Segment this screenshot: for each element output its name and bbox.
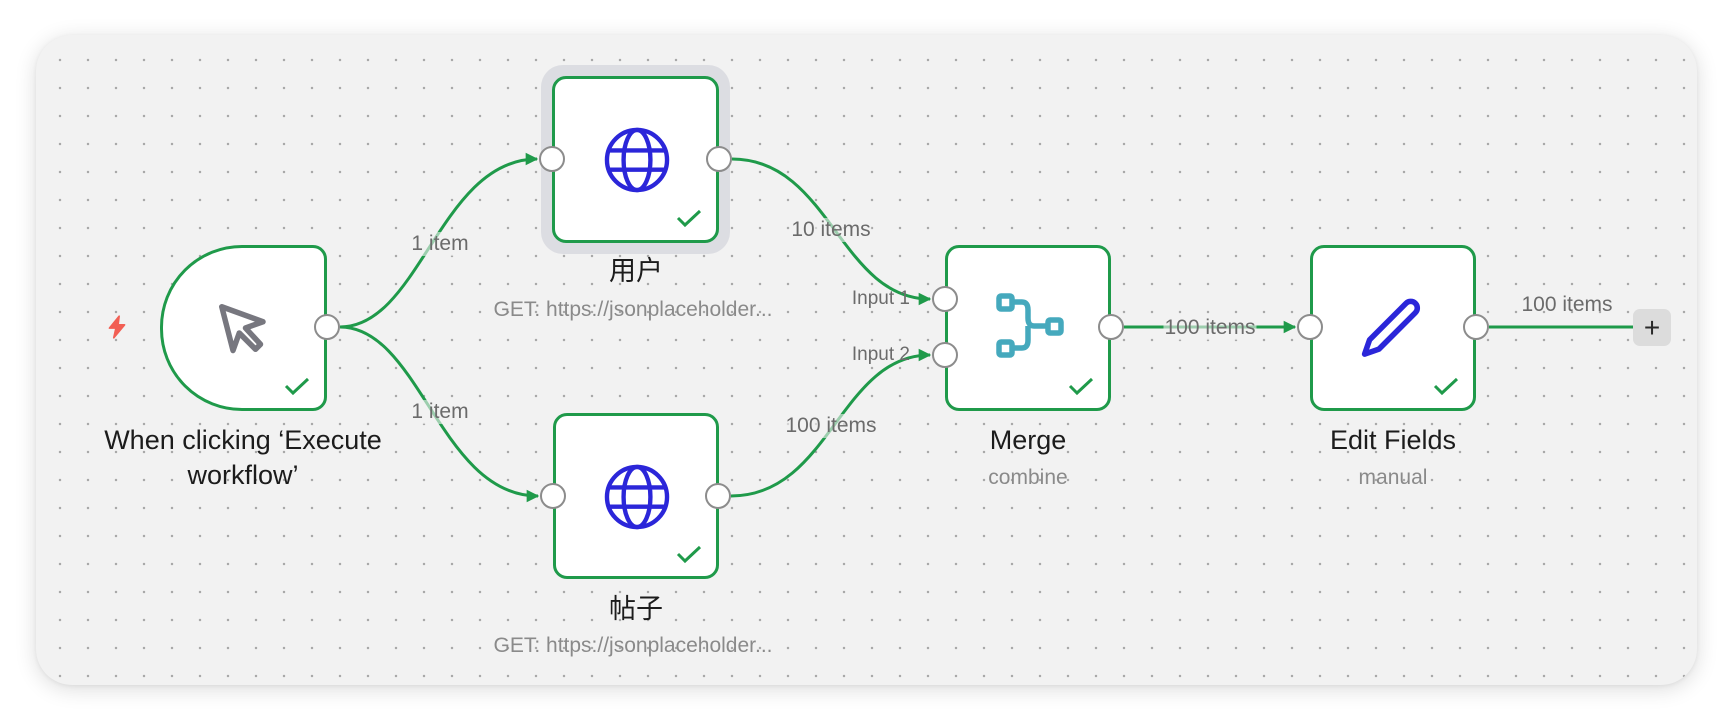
merge-output-handle[interactable]: [1098, 314, 1124, 340]
edit-fields-title: Edit Fields: [1329, 425, 1457, 455]
posts-output-handle[interactable]: [705, 483, 731, 509]
merge-subtitle: combine: [988, 466, 1068, 489]
edge-label-edit-end: 100 items: [1521, 293, 1613, 316]
merge-input2-handle[interactable]: [932, 342, 958, 368]
globe-icon: [604, 464, 670, 530]
node-http-users[interactable]: [552, 76, 719, 243]
edit-input-handle[interactable]: [1297, 314, 1323, 340]
users-subtitle: GET: https://jsonplaceholder...: [493, 298, 773, 321]
node-manual-trigger[interactable]: [160, 245, 327, 411]
lightning-bolt-icon: [108, 315, 126, 339]
merge-input1-label: Input 1: [851, 288, 910, 309]
edit-fields-subtitle: manual: [1358, 466, 1428, 489]
users-title: 用户: [609, 256, 663, 286]
edge-label-merge-edit: 100 items: [1163, 316, 1257, 340]
users-input-handle[interactable]: [539, 146, 565, 172]
users-output-handle[interactable]: [706, 146, 732, 172]
success-check-icon: [284, 377, 310, 396]
edit-output-handle[interactable]: [1463, 314, 1489, 340]
add-node-button[interactable]: +: [1633, 309, 1671, 346]
merge-input2-label: Input 2: [851, 344, 910, 365]
node-edit-fields[interactable]: [1310, 245, 1476, 411]
success-check-icon: [676, 209, 702, 228]
edge-label-trigger-posts: 1 item: [410, 400, 470, 424]
edge-label-users-merge: 10 items: [790, 218, 872, 242]
trigger-title-line2: workflow’: [187, 460, 299, 490]
edge-label-trigger-users: 1 item: [410, 232, 470, 256]
posts-subtitle: GET: https://jsonplaceholder...: [493, 634, 773, 657]
mouse-pointer-icon: [219, 304, 266, 354]
node-http-posts[interactable]: [553, 413, 719, 579]
node-merge[interactable]: [945, 245, 1111, 411]
posts-title: 帖子: [609, 594, 663, 624]
merge-title: Merge: [989, 425, 1067, 455]
edge-label-posts-merge: 100 items: [784, 414, 878, 438]
success-check-icon: [676, 545, 702, 564]
posts-input-handle[interactable]: [540, 483, 566, 509]
trigger-title-line1: When clicking ‘Execute: [104, 425, 382, 455]
trigger-output-handle[interactable]: [314, 314, 340, 340]
pencil-icon: [1361, 298, 1420, 357]
merge-input1-handle[interactable]: [932, 286, 958, 312]
globe-icon: [604, 127, 670, 193]
success-check-icon: [1433, 377, 1459, 396]
merge-icon: [996, 293, 1064, 358]
success-check-icon: [1068, 377, 1094, 396]
